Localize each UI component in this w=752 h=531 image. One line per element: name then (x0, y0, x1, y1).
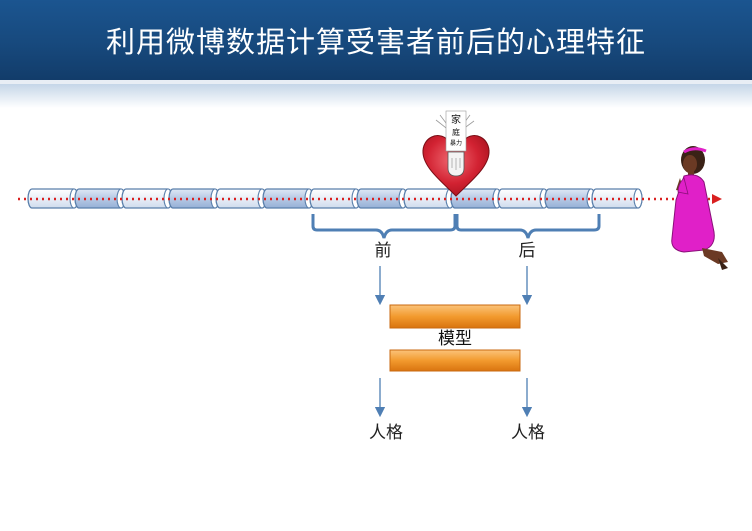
model-bar-top (389, 304, 521, 329)
timeline-segment (356, 188, 408, 209)
heart-fist-icon: 家 庭 暴力 (422, 110, 490, 197)
right-output-label: 人格 (511, 423, 545, 443)
model-label: 模型 (438, 329, 472, 349)
after-bracket (455, 214, 601, 239)
after-label: 后 (519, 241, 536, 261)
event-label-line2: 庭 (452, 127, 460, 137)
kneeling-girl-icon (671, 146, 728, 270)
before-bracket (311, 214, 457, 239)
event-label-line3: 暴力 (450, 139, 462, 147)
model-bar-bottom (389, 349, 521, 372)
timeline-arrowhead (712, 194, 722, 204)
title-shadow (0, 84, 752, 108)
left-output-label: 人格 (369, 423, 403, 443)
timeline-segment (27, 188, 79, 209)
timeline-segment (74, 188, 126, 209)
timeline-segment (403, 188, 455, 209)
title-bar: 利用微博数据计算受害者前后的心理特征 (0, 0, 752, 80)
event-label-line1: 家 (451, 113, 461, 126)
timeline-segment (309, 188, 361, 209)
timeline-segment (591, 188, 643, 209)
title-divider (0, 80, 752, 84)
timeline-segment (121, 188, 173, 209)
before-label: 前 (375, 241, 392, 261)
slide-title: 利用微博数据计算受害者前后的心理特征 (105, 25, 646, 59)
